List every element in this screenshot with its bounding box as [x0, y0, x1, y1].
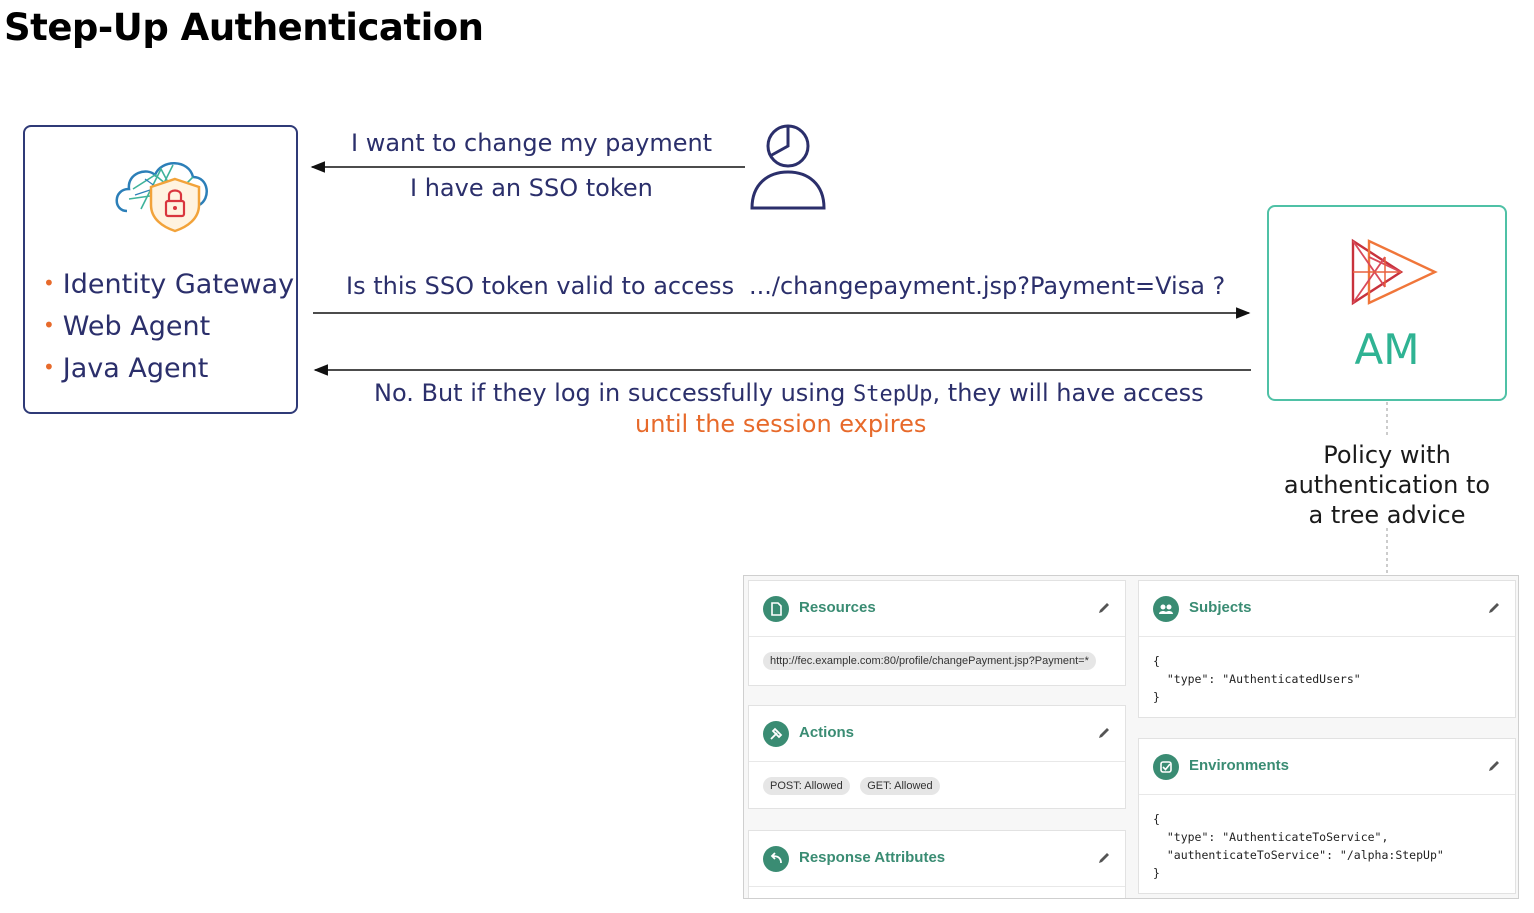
user-icon — [750, 124, 826, 210]
action-chip-get: GET: Allowed — [860, 777, 940, 795]
gateway-item-java-agent: •Java Agent — [43, 353, 209, 384]
policy-panel: Resources http://fec.example.com:80/prof… — [743, 575, 1519, 899]
policy-note-line1: Policy with — [1323, 441, 1451, 469]
page-title: Step-Up Authentication — [4, 6, 484, 49]
environments-icon — [1153, 754, 1179, 780]
policy-note: Policy with authentication to a tree adv… — [1267, 440, 1507, 530]
resources-icon — [763, 596, 789, 622]
action-chip-post: POST: Allowed — [763, 777, 850, 795]
subjects-card: Subjects { "type": "AuthenticatedUsers"} — [1138, 580, 1516, 718]
response-attributes-edit-icon[interactable] — [1097, 851, 1111, 865]
environments-edit-icon[interactable] — [1487, 759, 1501, 773]
subjects-edit-icon[interactable] — [1487, 601, 1501, 615]
resources-title: Resources — [799, 599, 876, 616]
actions-card: Actions POST: Allowed GET: Allowed — [748, 705, 1126, 809]
subjects-title: Subjects — [1189, 599, 1252, 616]
gateway-list: •Identity Gateway •Web Agent •Java Agent — [43, 263, 294, 389]
response-attributes-title: Response Attributes — [799, 849, 946, 866]
policy-note-line3: a tree advice — [1308, 501, 1466, 529]
gateway-item-identity-gateway: •Identity Gateway — [43, 269, 295, 300]
environments-title: Environments — [1189, 757, 1290, 774]
response-part1: No. But if they log in successfully usin… — [374, 379, 854, 407]
user-message-line1: I want to change my payment — [351, 129, 713, 157]
subjects-icon — [1153, 596, 1179, 622]
response-attributes-icon — [763, 846, 789, 872]
am-logo-icon — [1351, 238, 1438, 306]
policy-note-line2: authentication to — [1283, 471, 1491, 499]
response-attributes-card: Response Attributes — [748, 830, 1126, 898]
environments-code: { "type": "AuthenticateToService", "auth… — [1153, 812, 1444, 880]
actions-icon — [763, 721, 789, 747]
request-text: Is this SSO token valid to access — [346, 272, 735, 300]
actions-edit-icon[interactable] — [1097, 726, 1111, 740]
gateway-box: •Identity Gateway •Web Agent •Java Agent — [23, 125, 298, 414]
cloud-lock-icon — [115, 162, 208, 233]
response-part2: , they will have access — [932, 379, 1204, 407]
am-box: AM — [1267, 205, 1507, 401]
gateway-item-web-agent: •Web Agent — [43, 311, 211, 342]
subjects-code: { "type": "AuthenticatedUsers"} — [1153, 654, 1361, 704]
response-code: StepUp — [853, 382, 933, 407]
request-url: .../changepayment.jsp?Payment=Visa ? — [749, 272, 1226, 300]
actions-title: Actions — [799, 724, 855, 741]
resource-url-chip: http://fec.example.com:80/profile/change… — [763, 652, 1096, 670]
response-line2: until the session expires — [635, 410, 927, 438]
user-message-line2: I have an SSO token — [410, 174, 653, 202]
response-line1: No. But if they log in successfully usin… — [374, 379, 1204, 407]
environments-card: Environments { "type": "AuthenticateToSe… — [1138, 738, 1516, 894]
resources-card: Resources http://fec.example.com:80/prof… — [748, 580, 1126, 686]
resources-edit-icon[interactable] — [1097, 601, 1111, 615]
am-label: AM — [1354, 325, 1420, 374]
